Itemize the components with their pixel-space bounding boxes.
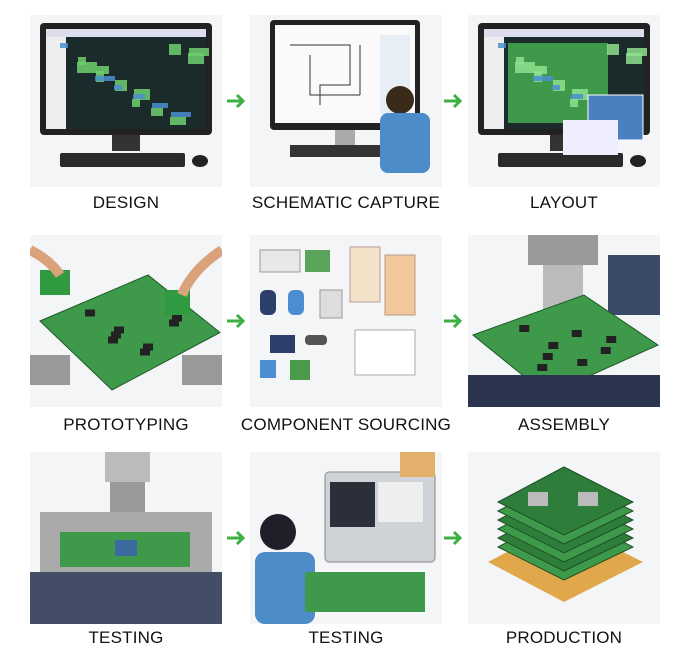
- step-illustration: [250, 452, 442, 624]
- monitor-layout-icon: [478, 23, 650, 167]
- step-illustration: [30, 235, 222, 407]
- step-label: ASSEMBLY: [518, 415, 610, 434]
- step-label: PROTOTYPING: [63, 415, 189, 434]
- step-illustration: [30, 452, 222, 624]
- arrow-right-icon: [443, 313, 463, 329]
- step-illustration: [30, 15, 222, 187]
- arrow-right-icon: [226, 93, 246, 109]
- step-label: TESTING: [308, 628, 384, 647]
- step-illustration: [468, 452, 660, 624]
- arrow-right-icon: [226, 313, 246, 329]
- step-illustration: [468, 15, 660, 187]
- step-label: DESIGN: [92, 193, 160, 212]
- step-label: PRODUCTION: [505, 628, 623, 647]
- step-label: SCHEMATIC CAPTURE: [251, 193, 441, 212]
- step-illustration: [250, 235, 442, 407]
- stacked-boards-icon: [488, 466, 643, 602]
- hands-prototype-board-icon: [30, 245, 222, 391]
- step-label: COMPONENT SOURCING: [240, 415, 452, 434]
- monitor-pcb-design-icon: [40, 23, 212, 167]
- pick-and-place-machine-icon: [468, 235, 660, 407]
- step-illustration: [250, 15, 442, 187]
- engineer-test-bench-icon: [255, 452, 436, 624]
- arrow-right-icon: [226, 530, 246, 546]
- step-label: TESTING: [88, 628, 164, 647]
- arrow-right-icon: [443, 530, 463, 546]
- step-illustration: [468, 235, 660, 407]
- engineer-schematic-icon: [270, 20, 430, 173]
- components-icon: [259, 246, 416, 380]
- arrow-right-icon: [443, 93, 463, 109]
- test-probe-machine-icon: [30, 452, 222, 624]
- step-label: LAYOUT: [530, 193, 598, 212]
